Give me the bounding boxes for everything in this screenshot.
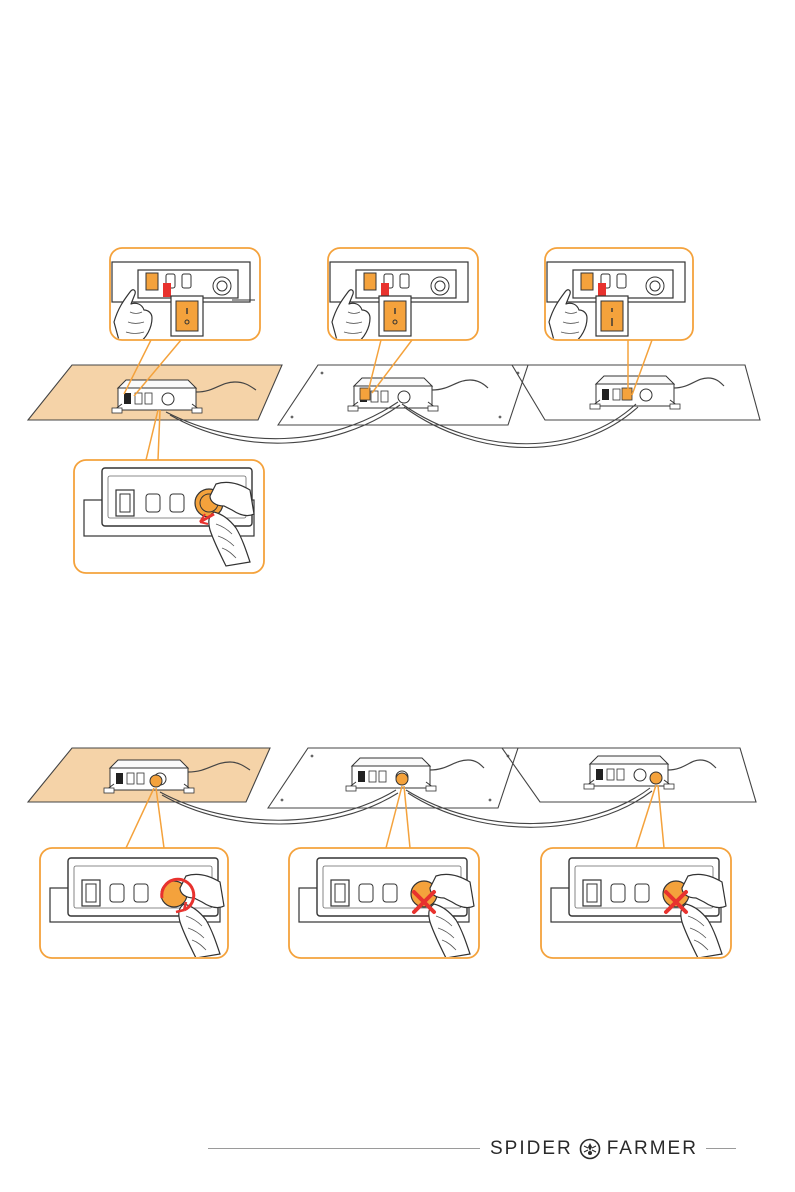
callout-knob-disabled-2 — [541, 848, 731, 958]
callout-switch-3 — [545, 248, 693, 344]
spider-logo-icon — [579, 1138, 601, 1160]
footer-rule-left — [208, 1148, 480, 1149]
footer-rule-right — [706, 1148, 736, 1149]
panel-3 — [512, 365, 760, 420]
panel-2 — [278, 365, 528, 425]
callout-knob-top — [74, 460, 264, 573]
panel-5 — [268, 748, 518, 808]
brand-word-left: SPIDER — [490, 1138, 573, 1160]
callout-knob-disabled-1 — [289, 848, 479, 958]
panel-1-highlighted — [28, 365, 282, 420]
panel-6 — [502, 748, 756, 802]
callout-knob-adjust — [40, 848, 228, 958]
brand-logo: SPIDER FARMER — [490, 1136, 698, 1162]
brand-word-right: FARMER — [607, 1138, 698, 1160]
callout-switch-1 — [110, 248, 260, 344]
callout-switch-2 — [328, 248, 478, 344]
panel-4-highlighted — [28, 748, 270, 802]
